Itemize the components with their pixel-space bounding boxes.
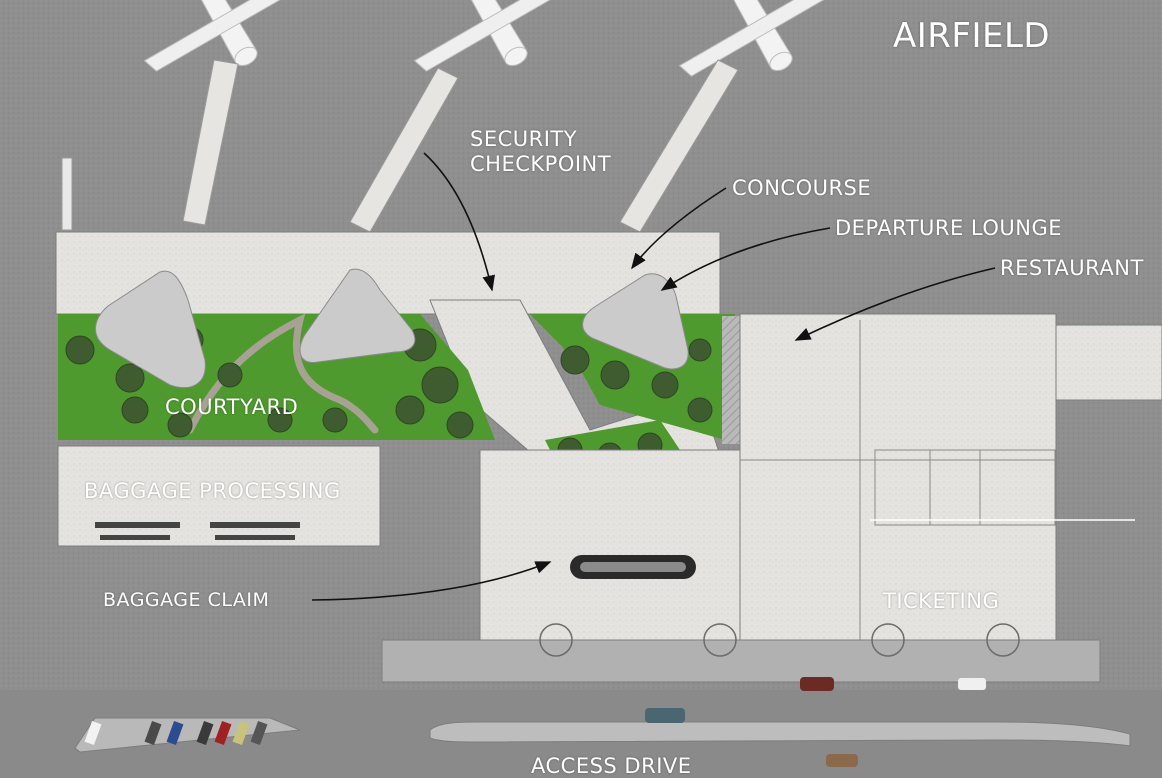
label-security-checkpoint: SECURITY CHECKPOINT [470, 127, 611, 177]
restaurant-leader [794, 267, 996, 341]
baggage-processing-building [57, 445, 381, 547]
label-courtyard: COURTYARD [165, 395, 299, 419]
aircraft-2 [413, 0, 575, 72]
label-baggage-processing: BAGGAGE PROCESSING [84, 479, 341, 503]
restaurant-extension [1055, 324, 1162, 401]
curbside-sidewalk [381, 639, 1101, 683]
lounge-leader [660, 227, 831, 291]
access-drive-median [429, 721, 1131, 747]
security-leader [423, 152, 495, 292]
label-baggage-claim: BAGGAGE CLAIM [103, 589, 270, 611]
concourse-leader [631, 187, 727, 270]
label-departure-lounge: DEPARTURE LOUNGE [835, 216, 1063, 240]
baggage-claim-leader [311, 561, 552, 601]
baggage-carousel-belt [580, 562, 686, 572]
departure-lounge-island-2 [299, 268, 416, 363]
baggage-claim-hall [479, 449, 743, 641]
label-restaurant: RESTAURANT [1000, 256, 1144, 280]
moving-cars [645, 677, 986, 767]
hatched-wall [722, 316, 744, 444]
label-access-drive: ACCESS DRIVE [531, 754, 692, 778]
office-partitions [740, 320, 1056, 640]
label-security-line2: CHECKPOINT [470, 152, 612, 176]
leader-lines [311, 152, 1135, 601]
aircraft-1 [143, 0, 305, 72]
label-ticketing: TICKETING [883, 589, 1000, 613]
jet-bridge-1 [182, 59, 239, 226]
label-concourse: CONCOURSE [732, 176, 872, 200]
service-tower [61, 157, 73, 231]
parked-cars [84, 720, 268, 746]
restaurant-ticketing-building [739, 313, 1057, 641]
revolving-doors [539, 623, 1020, 657]
label-airfield: AIRFIELD [893, 16, 1051, 56]
label-security-line1: SECURITY [470, 127, 578, 151]
departure-lounge-island-1 [95, 270, 206, 389]
baggage-conveyors [95, 522, 300, 540]
aircraft-3 [678, 0, 840, 77]
